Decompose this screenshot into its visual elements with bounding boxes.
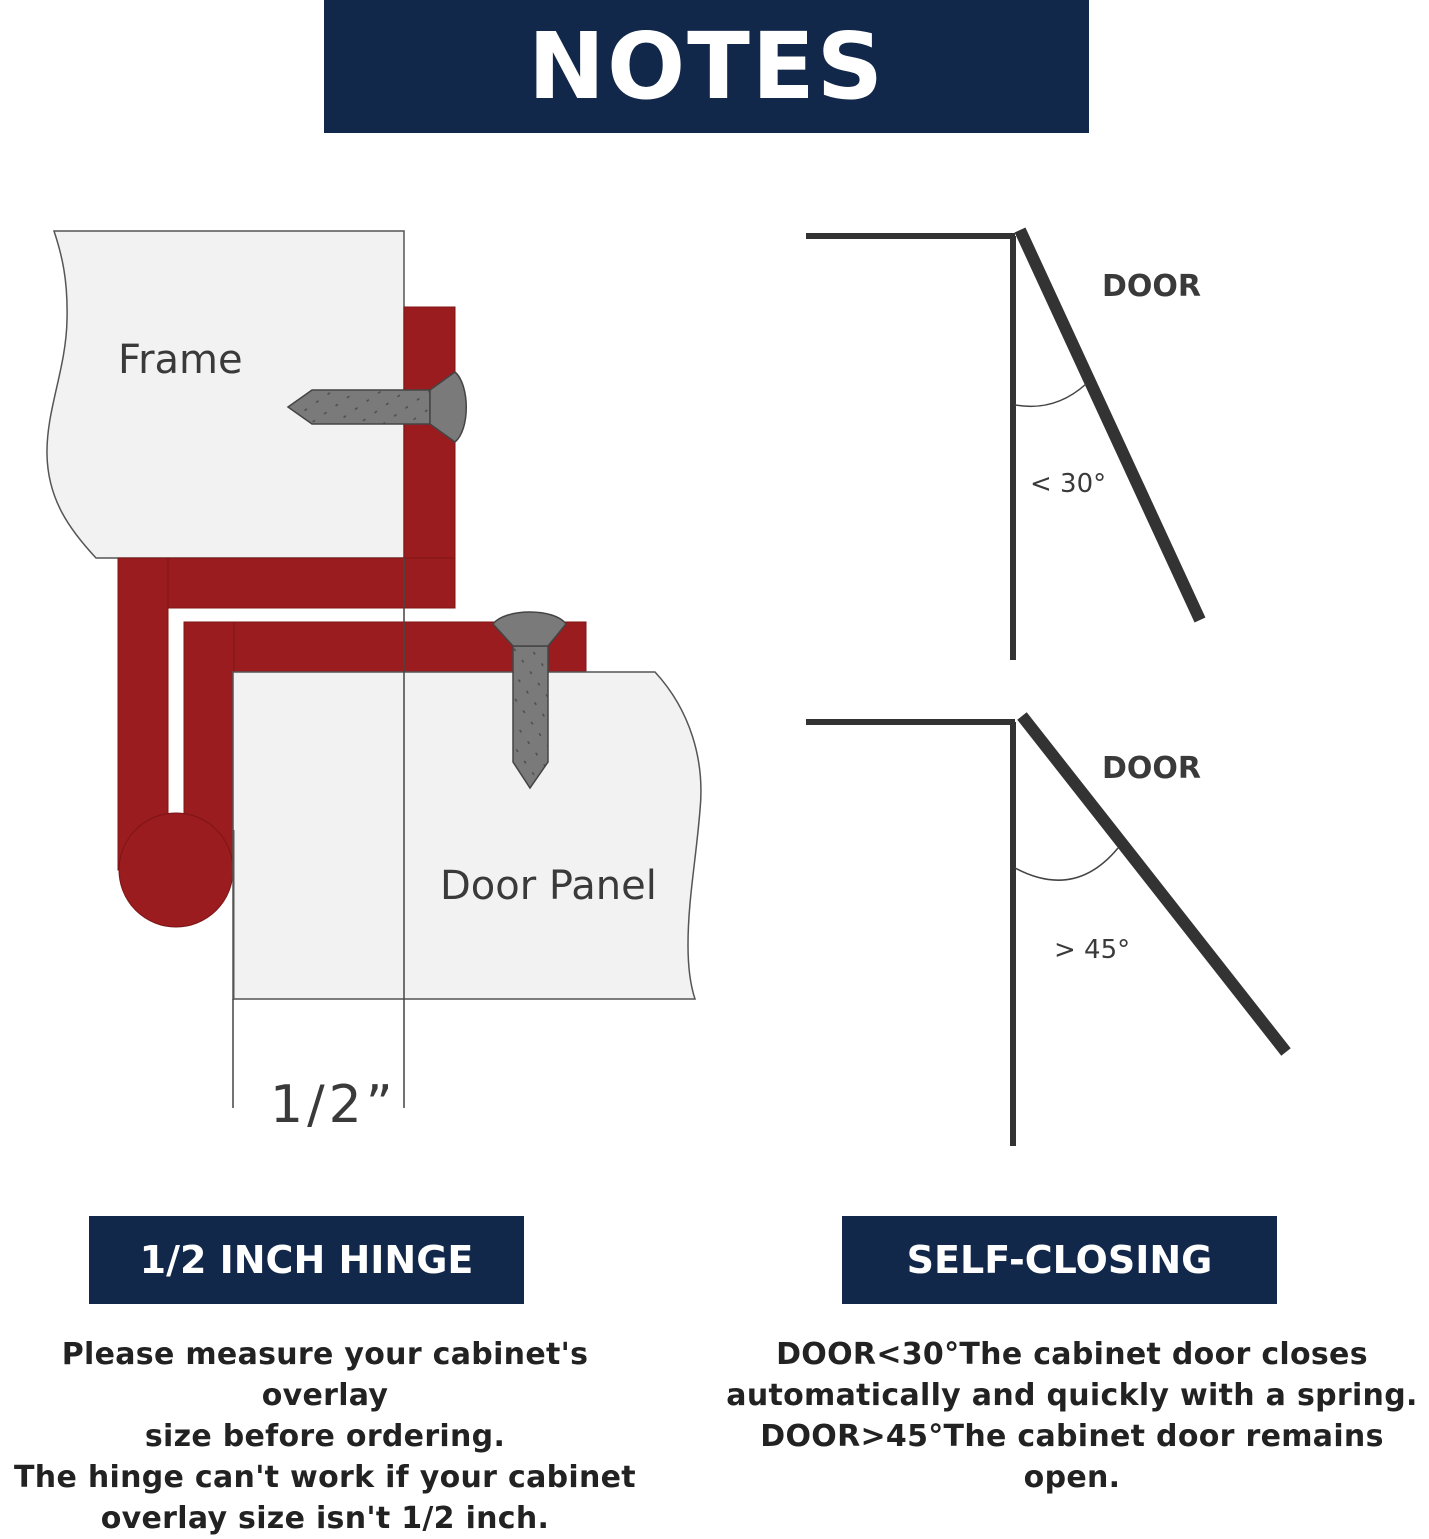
hinge-description-line: size before ordering. <box>144 1419 506 1454</box>
angle-label-bottom: > 45° <box>1054 935 1130 965</box>
page-title: NOTES <box>324 0 1089 133</box>
door-screw-icon <box>492 611 567 790</box>
hinge-diagram: Frame Door Panel 1/2” <box>46 230 702 1135</box>
angle-arc-bottom <box>1014 847 1119 881</box>
hinge-description-line: Please measure your cabinet's overlay <box>61 1337 589 1413</box>
door-label-top: DOOR <box>1102 269 1201 304</box>
door-line-bottom <box>1017 712 1291 1056</box>
self-closing-description-line: automatically and quickly with a spring. <box>726 1378 1418 1413</box>
overlay-measure-label: 1/2” <box>270 1075 397 1135</box>
self-closing-top-diagram: DOOR < 30° <box>806 227 1206 660</box>
frame-label: Frame <box>118 337 243 383</box>
hinge-description-line: overlay size isn't 1/2 inch. <box>100 1501 550 1536</box>
door-panel-block <box>232 671 702 1000</box>
door-panel-label: Door Panel <box>440 863 657 909</box>
angle-arc-top <box>1014 383 1087 408</box>
frame-screw-icon <box>286 371 467 443</box>
frame-block <box>46 230 405 559</box>
hinge-description-line: The hinge can't work if your cabinet <box>14 1460 636 1495</box>
diagram-canvas: Frame Door Panel 1/2” DOOR < 30° DOOR > … <box>46 227 1291 1146</box>
self-closing-heading: SELF-CLOSING <box>842 1216 1277 1304</box>
hinge-heading: 1/2 INCH HINGE <box>89 1216 524 1304</box>
door-label-bottom: DOOR <box>1102 751 1201 786</box>
self-closing-bottom-diagram: DOOR > 45° <box>806 712 1291 1146</box>
angle-label-top: < 30° <box>1030 469 1106 499</box>
self-closing-description-line: DOOR<30°The cabinet door closes <box>776 1337 1368 1372</box>
hinge-description: Please measure your cabinet's overlay si… <box>0 1334 650 1539</box>
self-closing-description-line: DOOR>45°The cabinet door remains open. <box>760 1419 1384 1495</box>
self-closing-description: DOOR<30°The cabinet door closes automati… <box>715 1334 1429 1498</box>
door-line-top <box>1014 227 1206 623</box>
